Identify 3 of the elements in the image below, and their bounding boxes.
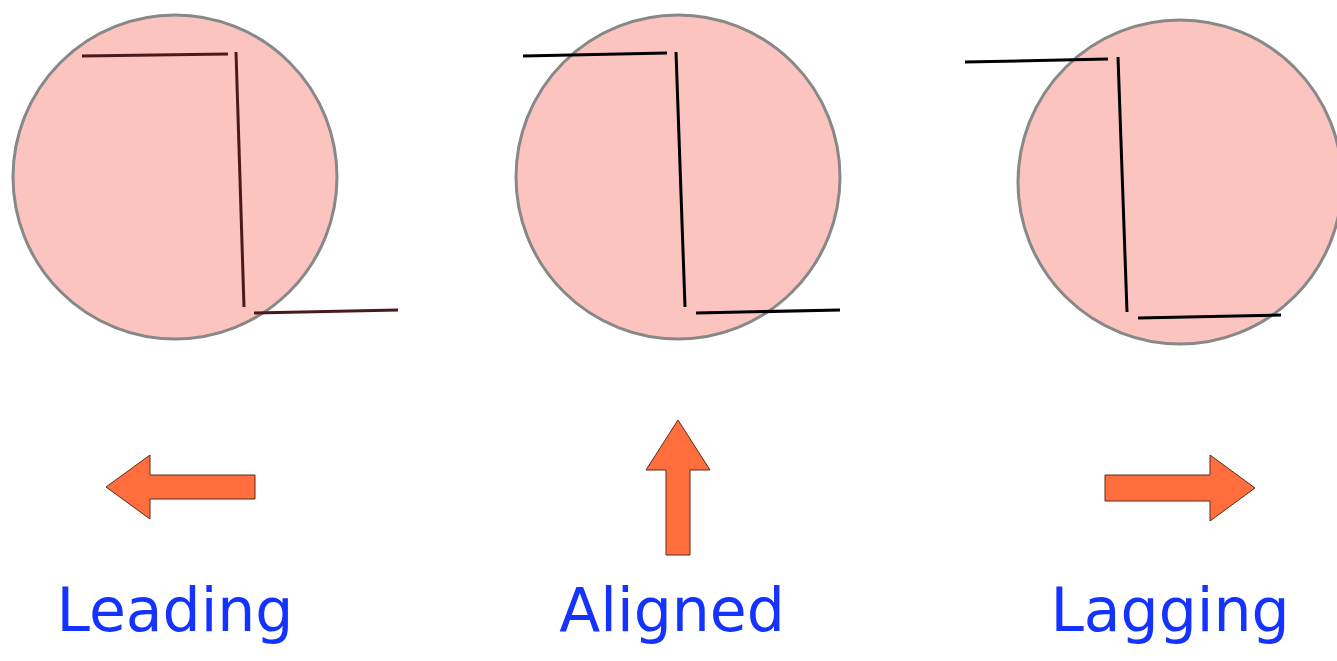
phase-label: Leading <box>56 574 294 647</box>
phase-label: Aligned <box>559 574 785 647</box>
phase-label: Lagging <box>1050 574 1290 647</box>
